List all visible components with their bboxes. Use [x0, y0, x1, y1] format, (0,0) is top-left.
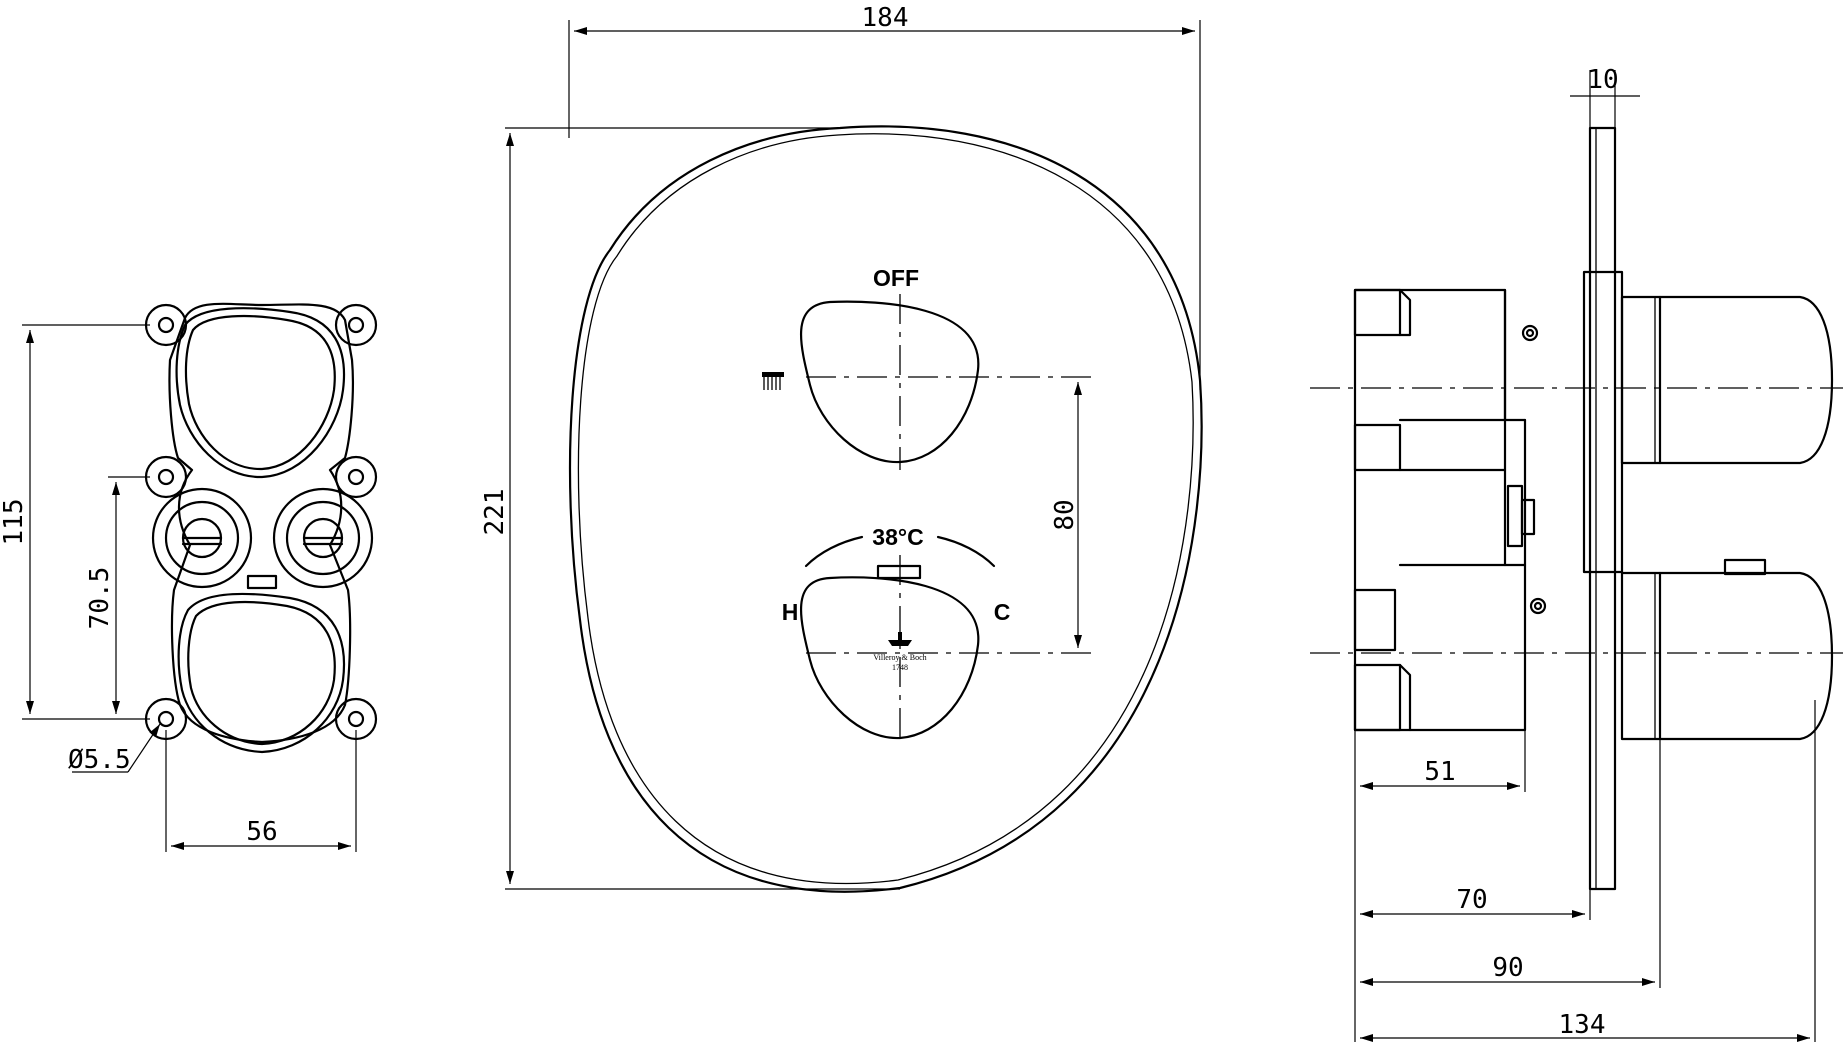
dim-side-depth-1: 51: [1424, 757, 1455, 787]
label-temperature: 38°C: [872, 524, 923, 550]
body-outline: [168, 302, 355, 744]
dim-front-height: 221: [480, 489, 510, 536]
label-cold: C: [994, 599, 1011, 625]
side-handle-upper: [1620, 295, 1834, 465]
dim-front-width: 184: [862, 3, 909, 33]
dim-front-spacing: 80: [1050, 499, 1080, 530]
lower-valve-cap: [177, 592, 346, 754]
trim-plate-outline: [568, 125, 1203, 893]
thermostat-knob: [800, 576, 980, 740]
side-view: 10 51 70 90 134: [1310, 65, 1843, 1042]
stop-valve-right: [272, 487, 374, 589]
temperature-scale-arc-left: [804, 535, 864, 568]
dim-hole-diameter: Ø5.5: [68, 745, 131, 775]
dim-left-height: 115: [0, 499, 29, 546]
stop-valve-left: [151, 487, 253, 589]
brand-logo-icon: Villeroy & Boch 1748: [873, 632, 927, 672]
upper-valve-cap: [175, 307, 346, 479]
trim-plate-front-view: OFF 38°C H C Villeroy & Boch 1748 184: [480, 3, 1203, 893]
label-off: OFF: [873, 265, 919, 291]
brand-year: 1748: [892, 663, 908, 672]
dim-left-width: 56: [246, 817, 277, 847]
shower-icon: [762, 372, 784, 390]
side-handle-lower: [1620, 571, 1834, 741]
diverter-knob: [800, 300, 980, 464]
side-wall-plate: [1588, 126, 1617, 891]
label-hot: H: [782, 599, 799, 625]
dim-left-inner-height: 70.5: [85, 567, 115, 630]
dim-side-depth-4: 134: [1559, 1010, 1606, 1040]
dim-side-plate: 10: [1587, 65, 1618, 95]
brand-name: Villeroy & Boch: [873, 653, 926, 662]
dim-side-depth-3: 90: [1492, 953, 1523, 983]
dim-side-depth-2: 70: [1456, 885, 1487, 915]
concealed-body-view: 115 70.5 Ø5.5 56: [0, 302, 378, 852]
temperature-scale-arc-right: [936, 535, 996, 568]
